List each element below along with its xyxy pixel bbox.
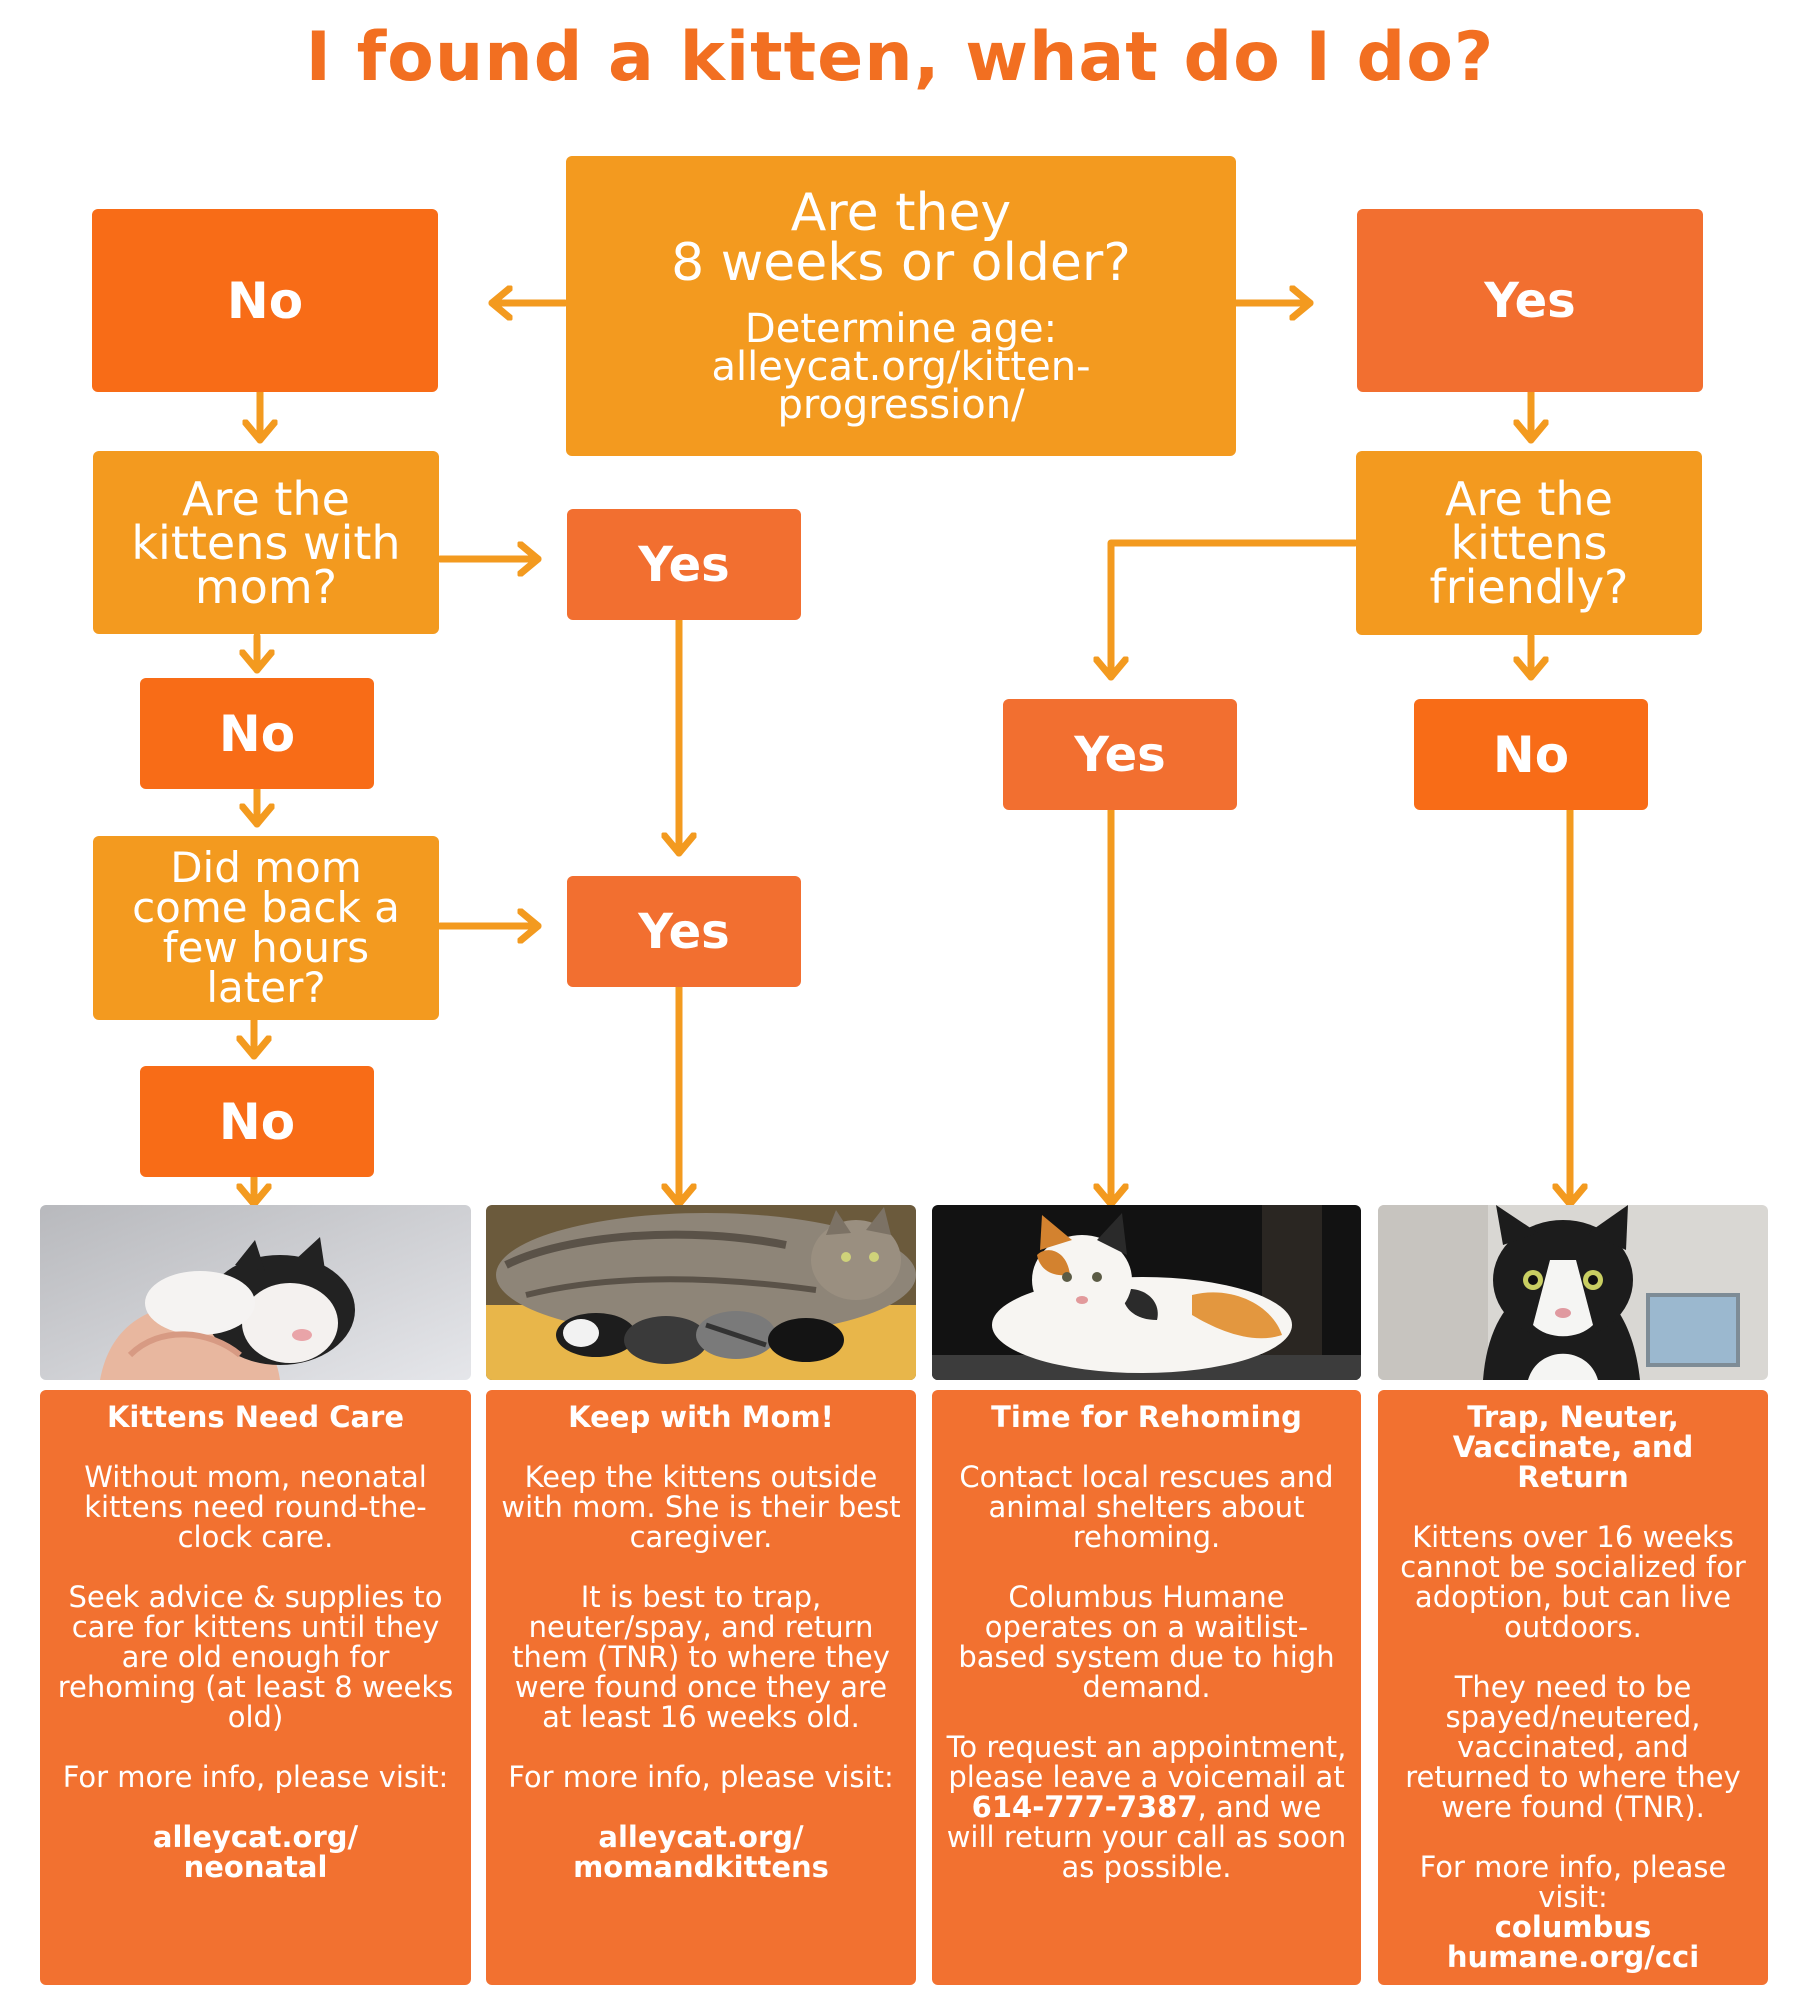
page-title: I found a kitten, what do I do? bbox=[305, 18, 1495, 97]
question-line: later? bbox=[206, 963, 326, 1012]
main-question-hint-3: progression/ bbox=[777, 382, 1025, 428]
answer-yes-mom-came-back: Yes bbox=[567, 876, 801, 987]
card-link-columbus-humane-cci[interactable]: columbus humane.org/cci bbox=[1392, 1912, 1754, 1972]
answer-yes-friendly: Yes bbox=[1003, 699, 1237, 810]
card-paragraph: For more info, please visit: bbox=[62, 1760, 449, 1794]
question-line: come back a bbox=[132, 883, 400, 932]
question-line: mom? bbox=[194, 559, 338, 614]
question-kittens-friendly: Are the kittens friendly? bbox=[1356, 451, 1702, 635]
question-line: Did mom bbox=[170, 843, 362, 892]
arrow-friendly-to-yes bbox=[1111, 539, 1359, 681]
card-trap-neuter-vaccinate-return: Trap, Neuter, Vaccinate, and Return Kitt… bbox=[1378, 1390, 1768, 1985]
card-kittens-need-care: Kittens Need Care Without mom, neonatal … bbox=[40, 1390, 471, 1985]
answer-label: No bbox=[1492, 725, 1570, 784]
question-line: Are the bbox=[1445, 472, 1613, 526]
question-kittens-with-mom: Are the kittens with mom? bbox=[93, 451, 439, 634]
answer-label: Yes bbox=[1484, 272, 1576, 329]
answer-no-not-with-mom: No bbox=[140, 678, 374, 789]
answer-label: Yes bbox=[638, 903, 730, 960]
card-title: Time for Rehoming bbox=[991, 1400, 1302, 1434]
card-keep-with-mom: Keep with Mom! Keep the kittens outside … bbox=[486, 1390, 916, 1985]
answer-no-mom-not-back: No bbox=[140, 1066, 374, 1177]
card-paragraph: Contact local rescues and animal shelter… bbox=[959, 1460, 1334, 1554]
question-line: kittens with bbox=[131, 515, 401, 570]
photo-calico-kitten bbox=[932, 1205, 1361, 1380]
main-question-line-1: Are they bbox=[790, 183, 1012, 243]
card-link-alleycat-momandkittens[interactable]: alleycat.org/ momandkittens bbox=[500, 1822, 902, 1882]
answer-yes-with-mom: Yes bbox=[567, 509, 801, 620]
card-paragraph: Keep the kittens outside with mom. She i… bbox=[501, 1460, 901, 1554]
link-line: alleycat.org/ bbox=[152, 1820, 359, 1854]
card-text: To request an appointment, please leave … bbox=[946, 1730, 1347, 1794]
answer-label: No bbox=[218, 704, 296, 763]
link-line: columbus bbox=[1494, 1910, 1652, 1944]
card-paragraph: To request an appointment, please leave … bbox=[946, 1732, 1347, 1882]
photo-mom-cat-nursing-kittens bbox=[486, 1205, 916, 1380]
card-title: Keep with Mom! bbox=[568, 1400, 834, 1434]
link-line: momandkittens bbox=[573, 1850, 829, 1884]
main-question-line-2: 8 weeks or older? bbox=[671, 233, 1131, 293]
card-paragraph: Columbus Humane operates on a waitlist-b… bbox=[958, 1580, 1335, 1704]
question-mom-came-back: Did mom come back a few hours later? bbox=[93, 836, 439, 1020]
answer-label: No bbox=[218, 1092, 296, 1151]
card-title-line: Trap, Neuter, bbox=[1467, 1400, 1679, 1434]
card-time-for-rehoming: Time for Rehoming Contact local rescues … bbox=[932, 1390, 1361, 1985]
answer-no-under-8-weeks: No bbox=[92, 209, 438, 392]
main-question-hint-1: Determine age: bbox=[744, 306, 1058, 352]
question-line: Are the bbox=[182, 471, 350, 526]
card-title-line: Vaccinate, and Return bbox=[1452, 1430, 1694, 1494]
card-text: , and we will return your call as soon a… bbox=[946, 1790, 1347, 1884]
photo-tuxedo-cat bbox=[1378, 1205, 1768, 1380]
answer-label: Yes bbox=[638, 536, 730, 593]
card-paragraph: Without mom, neonatal kittens need round… bbox=[84, 1460, 427, 1554]
card-paragraph: For more info, please visit: bbox=[508, 1760, 894, 1794]
photo-neonatal-kitten-in-hand bbox=[40, 1205, 471, 1380]
answer-yes-8-weeks-or-older: Yes bbox=[1357, 209, 1703, 392]
card-title: Trap, Neuter, Vaccinate, and Return bbox=[1392, 1402, 1754, 1492]
link-line: neonatal bbox=[183, 1850, 328, 1884]
answer-no-not-friendly: No bbox=[1414, 699, 1648, 810]
answer-label: No bbox=[226, 271, 304, 330]
card-paragraph: Kittens over 16 weeks cannot be socializ… bbox=[1400, 1520, 1746, 1644]
card-paragraph: They need to be spayed/neutered, vaccina… bbox=[1405, 1670, 1741, 1824]
question-line: few hours bbox=[162, 923, 370, 972]
answer-label: Yes bbox=[1074, 726, 1166, 783]
phone-number[interactable]: 614-777-7387 bbox=[971, 1790, 1198, 1824]
card-paragraph: Seek advice & supplies to care for kitte… bbox=[57, 1580, 454, 1734]
question-line: friendly? bbox=[1429, 560, 1629, 614]
question-line: kittens bbox=[1450, 516, 1608, 570]
main-question-hint-2: alleycat.org/kitten- bbox=[711, 344, 1091, 390]
card-paragraph: It is best to trap, neuter/spay, and ret… bbox=[512, 1580, 890, 1734]
main-question-box: Are they 8 weeks or older? Determine age… bbox=[566, 156, 1236, 456]
link-line: humane.org/cci bbox=[1446, 1940, 1700, 1974]
card-paragraph: For more info, please visit: bbox=[1419, 1850, 1727, 1914]
link-line: alleycat.org/ bbox=[598, 1820, 804, 1854]
card-title: Kittens Need Care bbox=[106, 1400, 405, 1434]
card-link-alleycat-neonatal[interactable]: alleycat.org/ neonatal bbox=[54, 1822, 457, 1882]
